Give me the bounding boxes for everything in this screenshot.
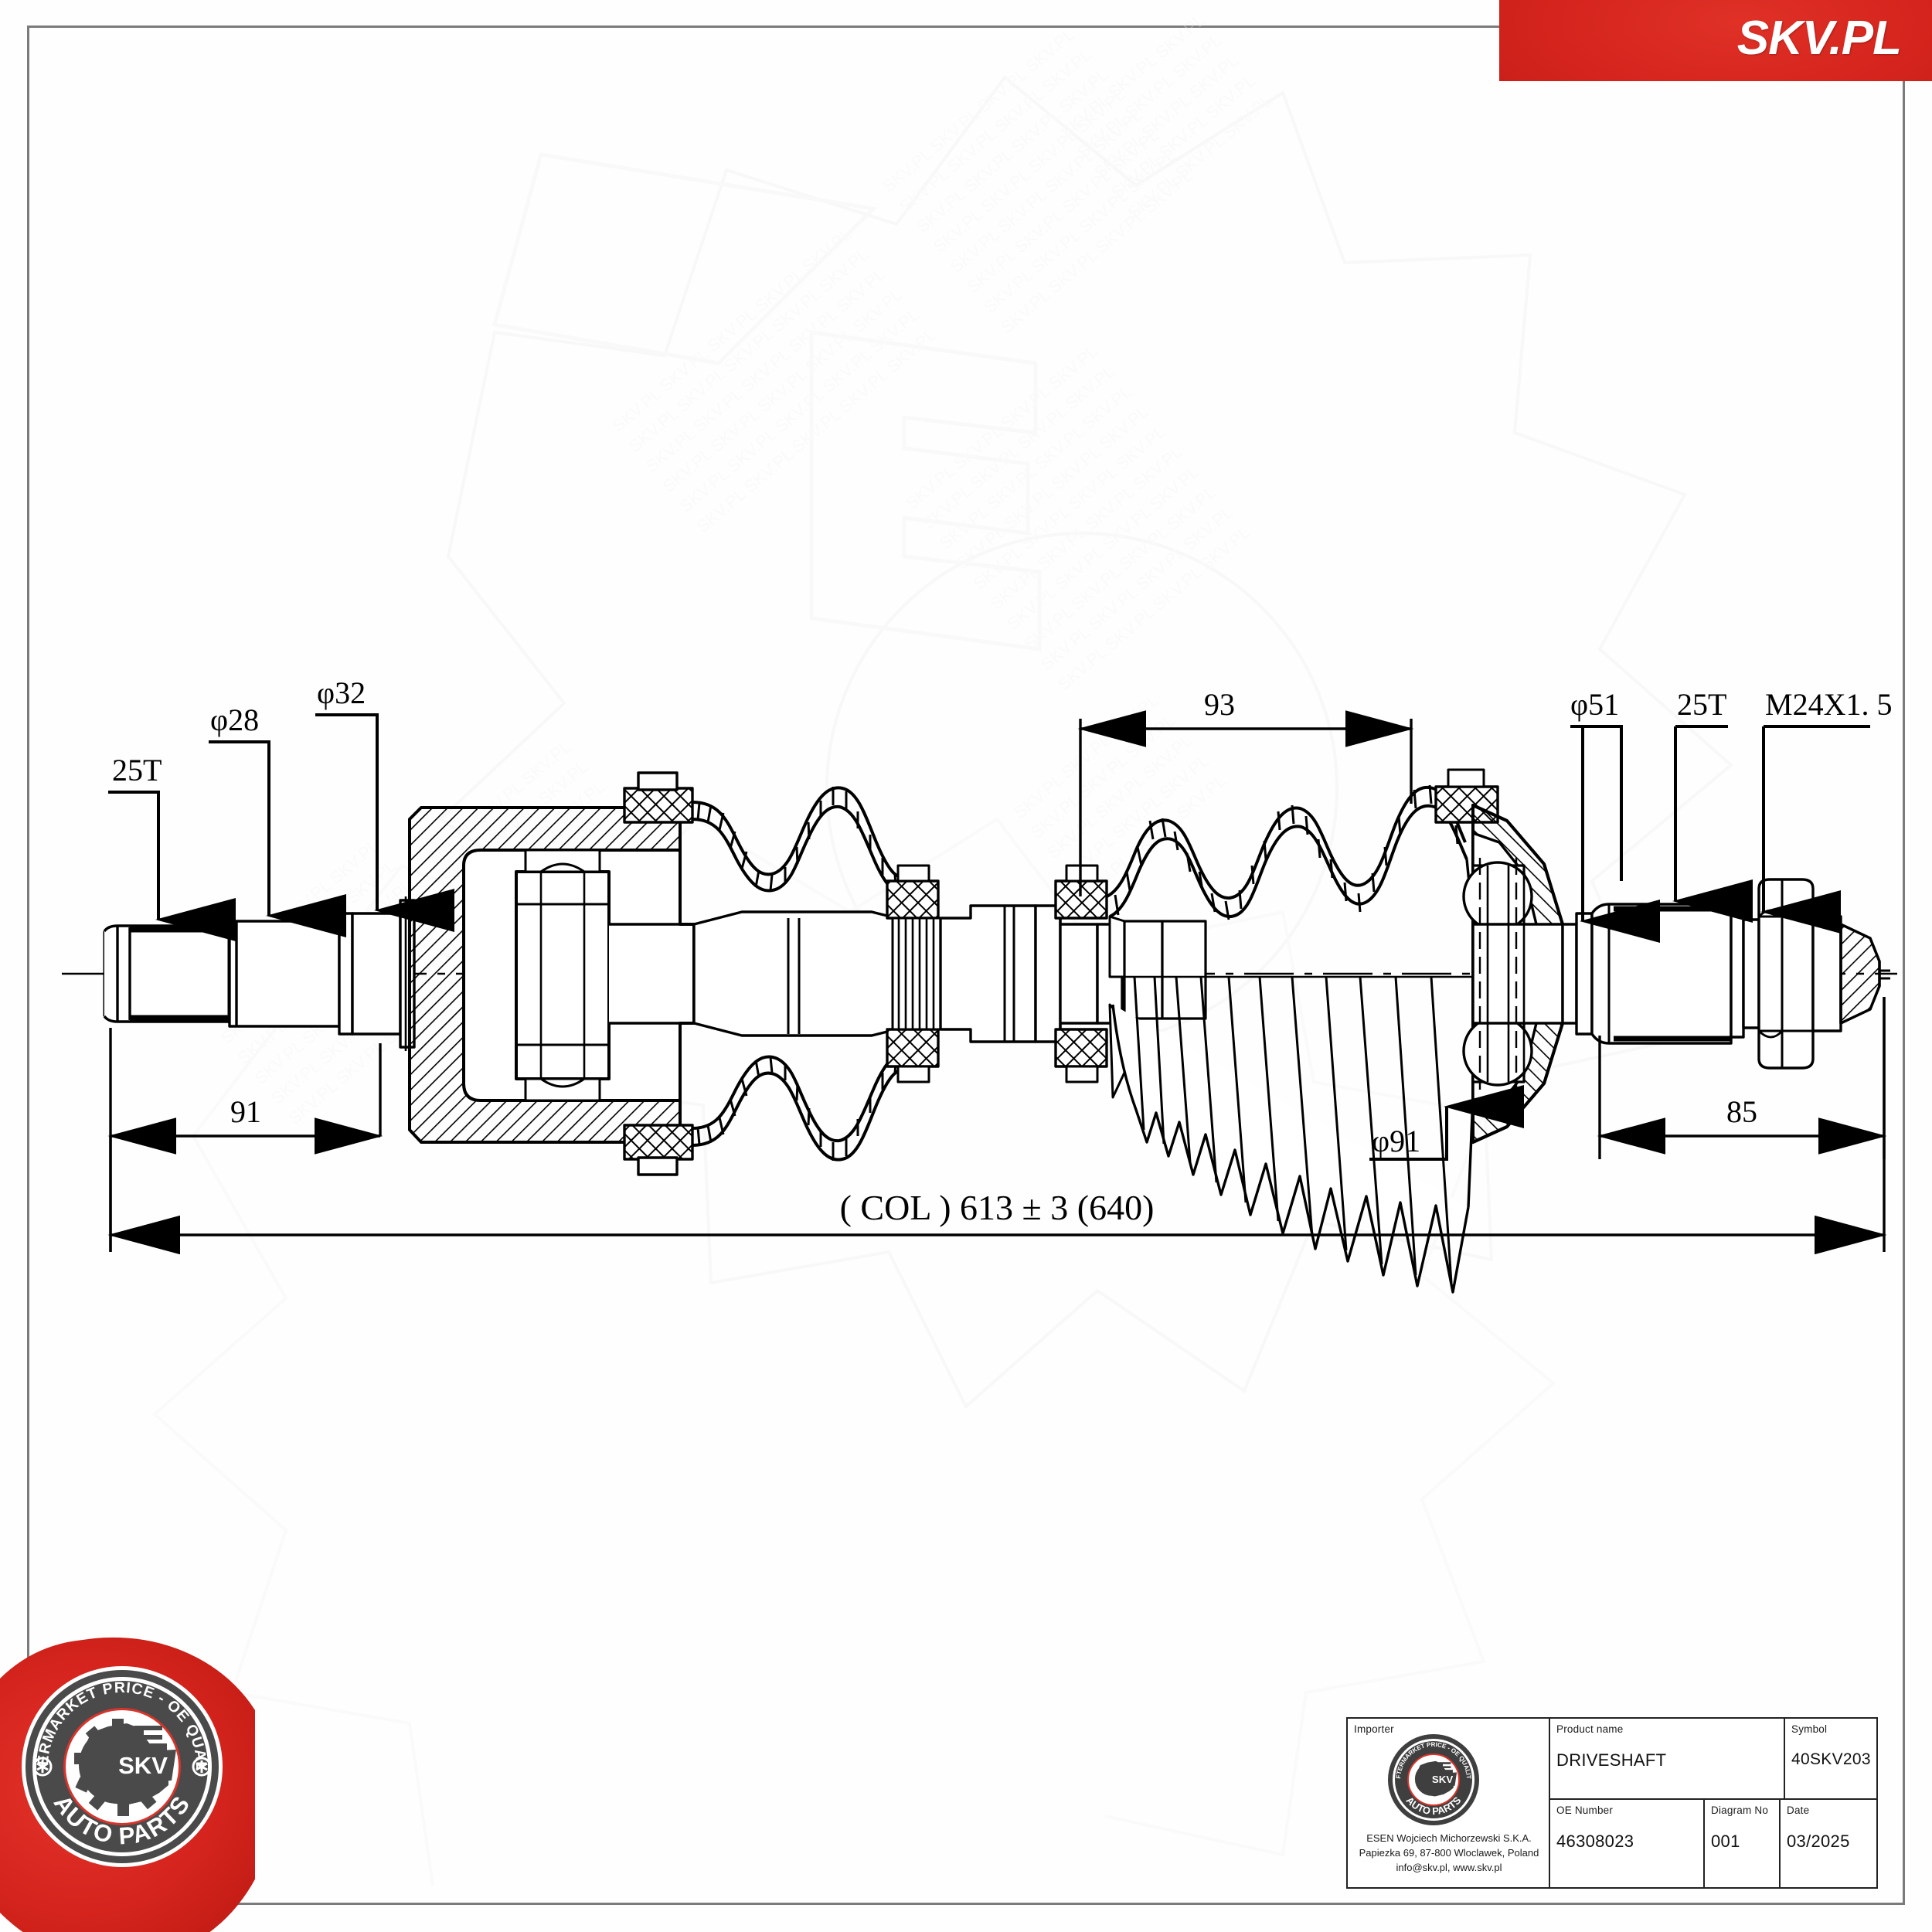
title-block-row-1: Product name DRIVESHAFT Symbol 40SKV203 [1550,1719,1876,1800]
inner-spline-stub [103,924,232,1023]
dimension-overall: ( COL ) 613 ± 3 (640) [107,997,1887,1255]
diagram-no-value: 001 [1711,1832,1740,1851]
dimension-91-text: 91 [230,1094,261,1129]
symbol-value: 40SKV203 [1791,1750,1871,1768]
product-name-label: Product name [1556,1723,1624,1735]
drawing-frame-border [27,26,1905,1905]
label-phi32-text: φ32 [317,675,366,710]
label-25T-right-text: 25T [1677,687,1726,722]
label-phi32: φ32 [315,675,454,932]
product-name-cell: Product name DRIVESHAFT [1550,1719,1785,1798]
importer-address-line-2: Papiezka 69, 87-800 Wloclawek, Poland [1359,1846,1539,1859]
importer-address-line-3: info@skv.pl, www.skv.pl [1396,1861,1502,1873]
skvpl-banner: SKV.PL [1499,0,1932,81]
title-block-row-2: OE Number 46308023 Diagram No 001 Date 0… [1550,1800,1876,1887]
date-cell: Date 03/2025 [1781,1800,1876,1887]
inner-boot-clamp-band [623,771,694,1176]
outer-cv-boot [1106,784,1468,920]
inner-cv-joint-housing [408,806,696,1144]
inner-boot-small-clamp [886,864,942,1083]
label-25T-right: 25T [1672,687,1753,923]
diagram-no-label: Diagram No [1711,1804,1769,1816]
outer-boot-bellows [1108,859,1475,1294]
auto-parts-badge: SKV AFTERMARKET PRICE - OE QUALITY [0,1637,255,1932]
label-M24x15-text: M24X1. 5 [1765,687,1892,722]
dimension-85-text: 85 [1726,1094,1757,1129]
symbol-cell: Symbol 40SKV203 [1785,1719,1876,1798]
outer-cv-joint [1462,804,1564,1144]
importer-logo-gear-icon: SKV [1414,1760,1458,1797]
title-block-importer-cell: Importer SKV [1348,1719,1550,1887]
title-block: Importer SKV [1346,1717,1878,1889]
oe-number-cell: OE Number 46308023 [1550,1800,1705,1887]
axle-nut-and-washer [1757,878,1890,1070]
label-phi51-text: φ51 [1570,687,1619,722]
label-phi28-text: φ28 [210,702,259,737]
label-phi28: φ28 [209,702,346,937]
product-name-value: DRIVESHAFT [1556,1750,1667,1770]
shaft-phi32 [338,896,416,1051]
label-M24x15: M24X1. 5 [1760,687,1892,934]
title-block-fields: Product name DRIVESHAFT Symbol 40SKV203 … [1550,1719,1876,1887]
symbol-label: Symbol [1791,1723,1828,1735]
dimension-93-text: 93 [1204,687,1235,722]
dimension-overall-text: ( COL ) 613 ± 3 (640) [840,1188,1155,1227]
shaft-phi28 [228,920,341,1028]
badge-gear-icon: SKV [74,1719,176,1816]
outer-boot-large-clamp [1434,768,1499,824]
outer-stub-shaft [1561,903,1760,1045]
dimension-93: 93 [1077,687,1414,896]
label-phi91-text: φ91 [1372,1124,1420,1158]
oe-number-label: OE Number [1556,1804,1614,1816]
badge-seal: SKV AFTERMARKET PRICE - OE QUALITY [22,1666,223,1867]
shaft-under-inner-boot [692,910,898,1037]
skvpl-banner-text: SKV.PL [1736,12,1902,65]
label-25T-left: 25T [108,753,236,941]
label-phi51: φ51 [1570,687,1660,943]
label-phi91: φ91 [1369,1085,1524,1161]
badge-asterisk-icon [32,1757,212,1777]
importer-logo-bottom-text: AUTO PARTS [1404,1794,1464,1817]
svg-text:SKV: SKV [1432,1774,1454,1785]
date-value: 03/2025 [1787,1832,1850,1851]
oe-number-value: 46308023 [1556,1832,1634,1851]
intermediate-shaft [939,904,1124,1043]
badge-skv-text: SKV [118,1752,168,1779]
date-label: Date [1787,1804,1810,1816]
importer-label: Importer [1354,1723,1394,1735]
importer-address-line-1: ESEN Wojciech Michorzewski S.K.A. [1366,1832,1532,1844]
importer-address: ESEN Wojciech Michorzewski S.K.A. Papiez… [1348,1832,1550,1876]
label-25T-left-text: 25T [112,753,162,787]
skvpl-banner-shape [1499,0,1932,81]
importer-logo: SKV AFTERMARKET PRICE - OE QUALITY [1388,1734,1479,1825]
diagram-no-cell: Diagram No 001 [1705,1800,1781,1887]
